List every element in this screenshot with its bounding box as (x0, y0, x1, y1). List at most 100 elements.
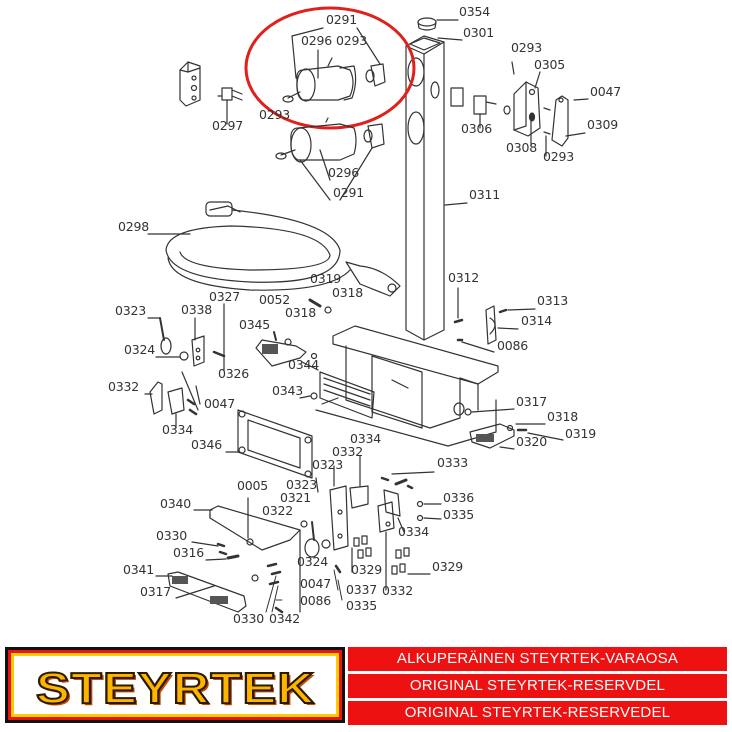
banner-norwegian: ORIGINAL STEYRTEK-RESERVEDEL (348, 701, 727, 725)
part-label-0052: 0052 (259, 292, 291, 307)
pedal-0345 (255, 331, 319, 371)
banner-finnish: ALKUPERÄINEN STEYRTEK-VARAOSA (348, 647, 727, 671)
part-label-0005: 0005 (237, 478, 269, 493)
part-label-0319: 0319 (310, 271, 342, 286)
part-label-0296: 0296 (328, 165, 360, 180)
part-label-0341: 0341 (123, 562, 155, 577)
part-label-0323: 0323 (115, 303, 147, 318)
part-label-0330: 0330 (156, 528, 188, 543)
part-label-0298: 0298 (118, 219, 150, 234)
part-label-0293: 0293 (543, 149, 575, 164)
part-label-0324: 0324 (297, 554, 329, 569)
block-0334-right (377, 471, 442, 591)
column-0311 (405, 35, 445, 341)
part-label-0332: 0332 (332, 444, 364, 459)
part-label-0337: 0337 (346, 582, 378, 597)
part-label-0293: 0293 (259, 107, 291, 122)
part-label-0318: 0318 (285, 305, 317, 320)
part-label-0334: 0334 (398, 524, 430, 539)
cable-0298 (147, 201, 401, 297)
cylinder-0296-lower (275, 117, 385, 163)
part-label-0332: 0332 (382, 583, 414, 598)
part-label-0323: 0323 (286, 477, 318, 492)
part-label-0317: 0317 (140, 584, 172, 599)
part-label-0047: 0047 (204, 396, 236, 411)
part-label-0345: 0345 (239, 317, 271, 332)
plate-0309 (511, 61, 589, 157)
part-label-0323: 0323 (312, 457, 344, 472)
part-label-0324: 0324 (124, 342, 156, 357)
part-label-0312: 0312 (448, 270, 480, 285)
part-label-0311: 0311 (469, 187, 501, 202)
bracket-block (179, 61, 201, 107)
part-label-0332: 0332 (108, 379, 140, 394)
part-label-0293: 0293 (511, 40, 543, 55)
switch-0297 (217, 87, 243, 125)
part-label-0316: 0316 (173, 545, 205, 560)
part-label-0297: 0297 (212, 118, 244, 133)
lever-0323 (147, 317, 189, 361)
part-label-0309: 0309 (587, 117, 619, 132)
diagram-drawing (144, 6, 589, 614)
part-label-0293: 0293 (336, 33, 368, 48)
part-label-0313: 0313 (537, 293, 569, 308)
part-label-0317: 0317 (516, 394, 548, 409)
part-label-0327: 0327 (209, 289, 241, 304)
part-label-0334: 0334 (162, 422, 194, 437)
part-label-0291: 0291 (333, 185, 365, 200)
logo-text: STEYRTEK (35, 663, 316, 714)
part-label-0318: 0318 (547, 409, 579, 424)
switch-0306 (450, 87, 497, 129)
steyrtek-logo: STEYRTEK (5, 647, 345, 723)
part-label-0306: 0306 (461, 121, 493, 136)
grille (299, 371, 375, 419)
part-label-0335: 0335 (443, 507, 475, 522)
part-label-0338: 0338 (181, 302, 213, 317)
part-label-0329: 0329 (351, 562, 383, 577)
plate-0340 (193, 497, 301, 613)
part-label-0047: 0047 (300, 576, 332, 591)
part-label-0308: 0308 (506, 140, 538, 155)
part-label-0086: 0086 (300, 593, 332, 608)
part-label-0319: 0319 (565, 426, 597, 441)
clamp-0314 (453, 287, 536, 353)
block-0338 (191, 303, 226, 371)
part-label-0291: 0291 (326, 12, 358, 27)
part-label-0335: 0335 (346, 598, 378, 613)
part-label-0047: 0047 (590, 84, 622, 99)
part-label-0343: 0343 (272, 383, 304, 398)
highlight-ellipse (244, 6, 416, 130)
part-label-0086: 0086 (497, 338, 529, 353)
plate-0346 (225, 409, 313, 479)
bracket-0332-left (144, 371, 201, 429)
lever-0324-lower (300, 520, 343, 601)
footer-banner: STEYRTEK ALKUPERÄINEN STEYRTEK-VARAOSA O… (0, 644, 732, 728)
part-label-0321: 0321 (280, 490, 312, 505)
part-label-0320: 0320 (516, 434, 548, 449)
part-label-0301: 0301 (463, 25, 495, 40)
clips-0329 (351, 535, 431, 575)
part-label-0354: 0354 (459, 4, 491, 19)
part-label-0330: 0330 (233, 611, 265, 626)
bracket-0332-mid (315, 455, 369, 551)
cylinder-0296-upper (282, 57, 386, 103)
pedal-0341 (155, 541, 283, 613)
part-label-0342: 0342 (269, 611, 301, 626)
part-label-0333: 0333 (437, 455, 469, 470)
part-label-0334: 0334 (350, 431, 382, 446)
banner-swedish: ORIGINAL STEYRTEK-RESERVDEL (348, 674, 727, 698)
part-label-0314: 0314 (521, 313, 553, 328)
part-label-0326: 0326 (218, 366, 250, 381)
part-label-0336: 0336 (443, 490, 475, 505)
pedal-0320 (469, 423, 564, 450)
part-label-0318: 0318 (332, 285, 364, 300)
part-label-0340: 0340 (160, 496, 192, 511)
part-label-0322: 0322 (262, 503, 294, 518)
cap-0354 (417, 17, 463, 41)
part-label-0344: 0344 (288, 357, 320, 372)
part-label-0296: 0296 (301, 33, 333, 48)
part-label-0305: 0305 (534, 57, 566, 72)
housing-0305 (503, 71, 541, 147)
part-label-0329: 0329 (432, 559, 464, 574)
